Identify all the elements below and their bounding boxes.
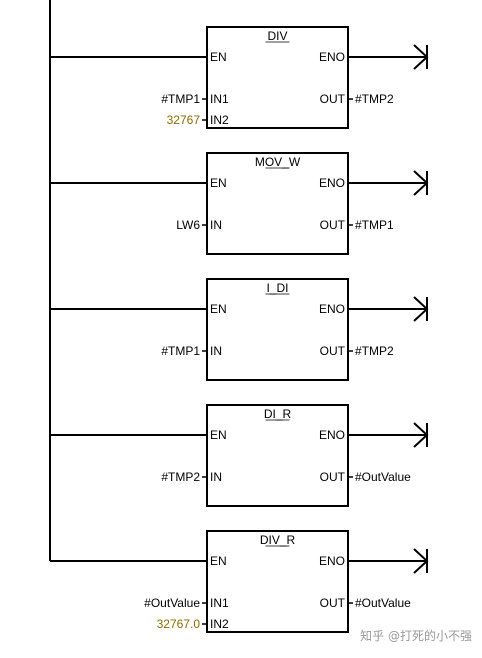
block-title: I_DI <box>266 281 288 295</box>
pin-out: OUT <box>320 596 346 610</box>
pin-out: OUT <box>320 344 346 358</box>
block-box <box>206 278 349 381</box>
pin-in1: IN1 <box>210 596 229 610</box>
input-operand[interactable]: #TMP2 <box>161 470 200 484</box>
input-operand[interactable]: #TMP1 <box>161 92 200 106</box>
block-di-r[interactable]: DI_R EN IN #TMP2 ENO OUT #OutValue <box>50 404 429 507</box>
block-box <box>206 404 349 507</box>
pin-out: OUT <box>320 470 346 484</box>
input-operand[interactable]: #TMP1 <box>161 344 200 358</box>
block-title: MOV_W <box>255 155 301 169</box>
pin-en: EN <box>210 302 227 316</box>
pin-in: IN <box>210 218 222 232</box>
pin-out: OUT <box>320 218 346 232</box>
pin-in1: IN1 <box>210 92 229 106</box>
output-operand[interactable]: #TMP2 <box>355 344 394 358</box>
input-operand[interactable]: #OutValue <box>144 596 200 610</box>
pin-en: EN <box>210 50 227 64</box>
block-box <box>206 530 349 633</box>
pin-in: IN <box>210 344 222 358</box>
block-mov-w[interactable]: MOV_W EN IN LW6 ENO OUT #TMP1 <box>50 152 429 255</box>
block-i-di[interactable]: I_DI EN IN #TMP1 ENO OUT #TMP2 <box>50 278 429 381</box>
pin-eno: ENO <box>319 554 345 568</box>
block-box <box>206 152 349 255</box>
block-box <box>206 26 349 129</box>
block-title: DIV <box>267 29 287 43</box>
pin-eno: ENO <box>319 428 345 442</box>
output-operand[interactable]: #OutValue <box>355 470 411 484</box>
output-operand[interactable]: #TMP1 <box>355 218 394 232</box>
input-operand[interactable]: LW6 <box>176 218 200 232</box>
pin-in2: IN2 <box>210 113 229 127</box>
block-title: DIV_R <box>260 533 296 547</box>
block-title: DI_R <box>264 407 292 421</box>
pin-eno: ENO <box>319 50 345 64</box>
input-operand[interactable]: 32767.0 <box>157 617 201 631</box>
pin-eno: ENO <box>319 302 345 316</box>
input-operand[interactable]: 32767 <box>167 113 201 127</box>
pin-en: EN <box>210 176 227 190</box>
pin-eno: ENO <box>319 176 345 190</box>
output-operand[interactable]: #TMP2 <box>355 92 394 106</box>
watermark: 知乎 @打死的小不强 <box>360 628 472 643</box>
output-operand[interactable]: #OutValue <box>355 596 411 610</box>
pin-in2: IN2 <box>210 617 229 631</box>
pin-en: EN <box>210 428 227 442</box>
pin-in: IN <box>210 470 222 484</box>
pin-out: OUT <box>320 92 346 106</box>
function-blocks: DIVENIN1#TMP1IN232767ENOOUT#TMP2MOV_WENI… <box>50 26 429 633</box>
pin-en: EN <box>210 554 227 568</box>
